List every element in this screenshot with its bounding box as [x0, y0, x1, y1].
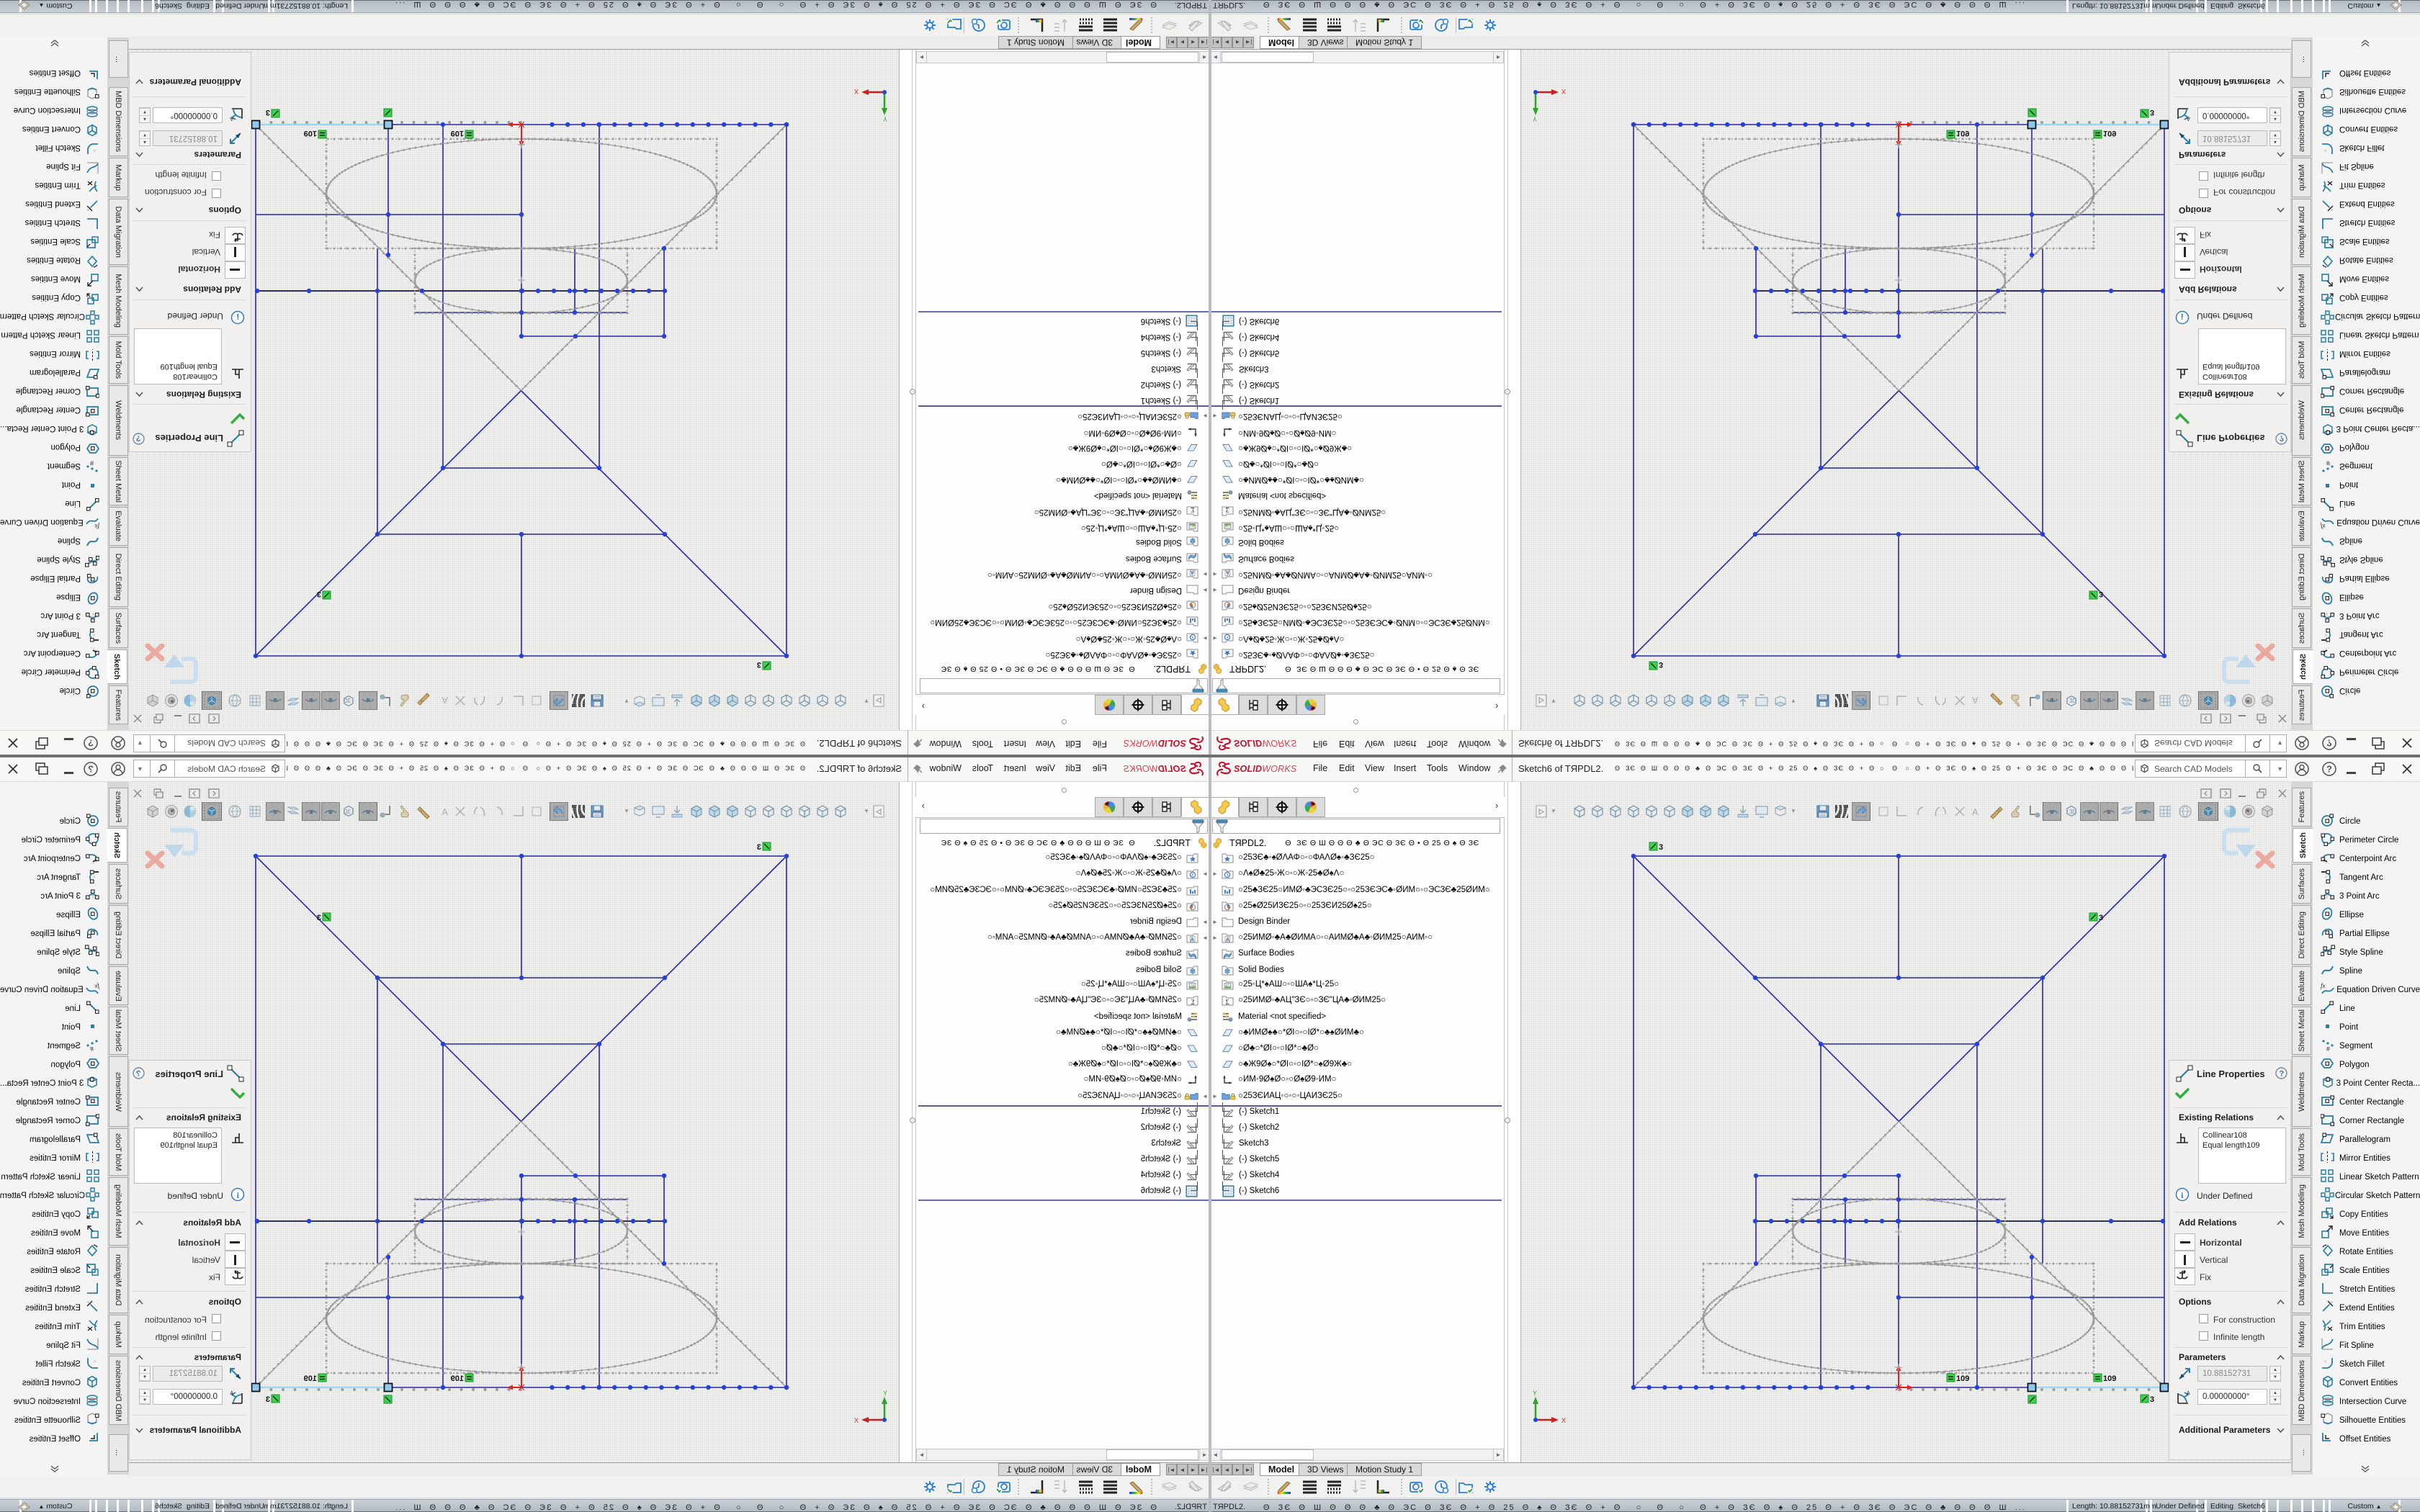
- svg-text:?: ?: [88, 738, 94, 749]
- svg-text:?: ?: [136, 1070, 141, 1079]
- svg-text:Σ: Σ: [1226, 999, 1229, 1006]
- svg-text:fx: fx: [94, 523, 99, 531]
- svg-text:3D: 3D: [2069, 697, 2076, 703]
- svg-text:#: #: [90, 461, 94, 467]
- svg-text:?: ?: [2326, 738, 2332, 749]
- svg-text:i: i: [2181, 312, 2184, 322]
- svg-text:Σ: Σ: [1191, 507, 1194, 514]
- svg-text:A: A: [230, 116, 233, 121]
- svg-text:Σ: Σ: [1191, 999, 1194, 1006]
- svg-text:3D: 3D: [344, 697, 351, 703]
- svg-text:A: A: [1191, 570, 1194, 575]
- svg-text:fx: fx: [94, 982, 99, 989]
- svg-text:?: ?: [88, 764, 94, 775]
- svg-text:i: i: [236, 1190, 239, 1200]
- svg-text:i: i: [236, 312, 239, 322]
- svg-text:#: #: [90, 1045, 94, 1052]
- svg-text:3D: 3D: [2069, 809, 2076, 815]
- svg-text:?: ?: [2280, 1070, 2285, 1079]
- svg-text:A: A: [1191, 937, 1194, 942]
- svg-text:A: A: [1972, 695, 1978, 706]
- svg-text:Σ: Σ: [1226, 507, 1229, 514]
- svg-text:?: ?: [136, 434, 141, 443]
- svg-text:?: ?: [2280, 434, 2285, 443]
- svg-text:fx: fx: [2321, 523, 2326, 531]
- svg-text:A: A: [1226, 570, 1229, 575]
- svg-text:A: A: [1226, 937, 1229, 942]
- svg-text:A: A: [2187, 1391, 2190, 1396]
- svg-text:A: A: [230, 1391, 233, 1396]
- svg-text:?: ?: [2326, 764, 2332, 775]
- svg-text:A: A: [2187, 116, 2190, 121]
- svg-text:A: A: [1972, 806, 1978, 817]
- svg-text:#: #: [2326, 461, 2330, 467]
- svg-text:fx: fx: [2321, 982, 2326, 989]
- svg-text:#: #: [2326, 1045, 2330, 1052]
- svg-text:3D: 3D: [344, 809, 351, 815]
- svg-text:A: A: [442, 806, 448, 817]
- svg-text:A: A: [442, 695, 448, 706]
- svg-text:i: i: [2181, 1190, 2184, 1200]
